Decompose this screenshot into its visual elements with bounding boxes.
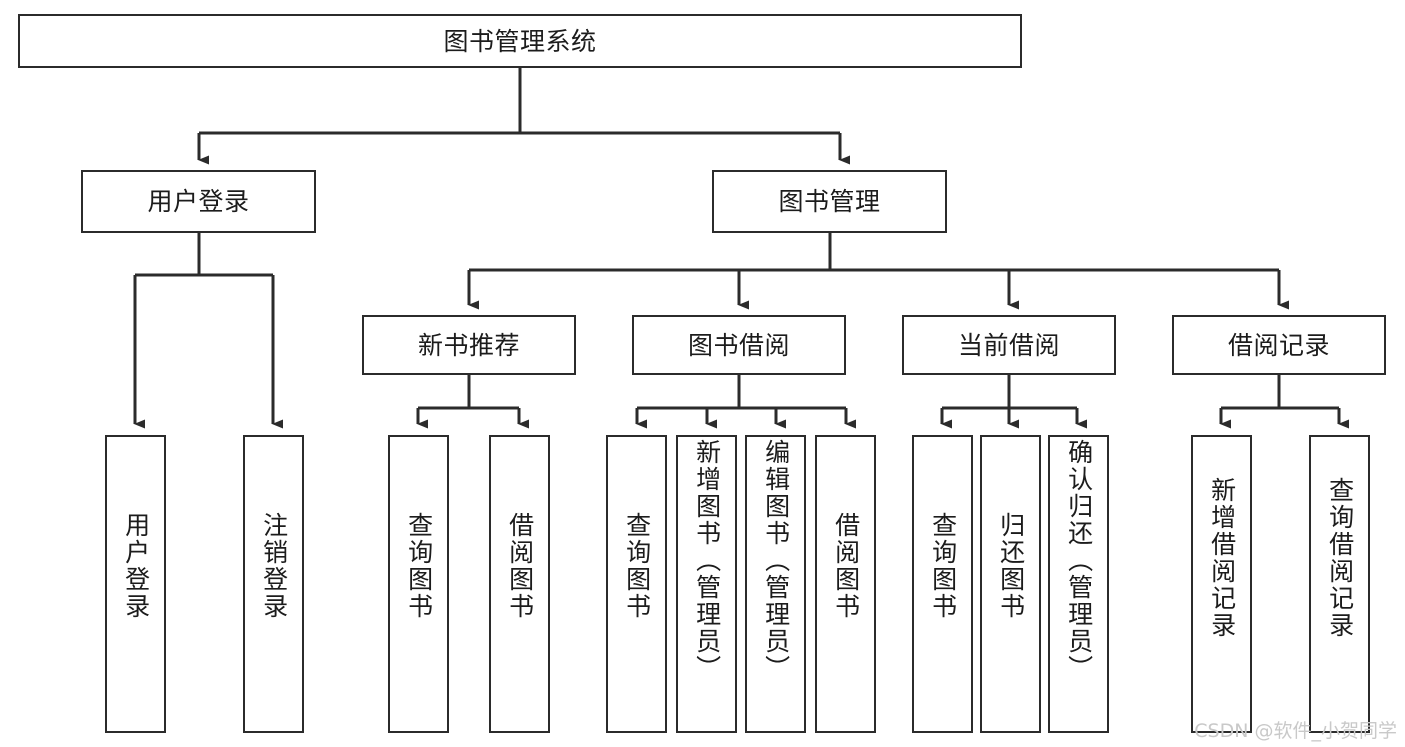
node-leaf-edit-book[interactable]: 编辑图书（管理员） (745, 435, 806, 733)
csdn-watermark: CSDN @软件_小贺同学 (1194, 720, 1397, 742)
node-leaf-add-book[interactable]: 新增图书（管理员） (676, 435, 737, 733)
node-current-borrow-label: 当前借阅 (957, 330, 1060, 360)
node-leaf-query-book-2-label: 查询图书 (622, 512, 652, 620)
node-leaf-query-book-3[interactable]: 查询图书 (912, 435, 973, 733)
node-new-book-recommend[interactable]: 新书推荐 (362, 315, 576, 375)
node-leaf-return-book-label: 归还图书 (996, 512, 1026, 620)
node-leaf-add-record[interactable]: 新增借阅记录 (1191, 435, 1252, 733)
node-leaf-edit-book-label: 编辑图书（管理员） (761, 439, 791, 682)
node-leaf-borrow-book-2-label: 借阅图书 (831, 512, 861, 620)
node-book-borrow[interactable]: 图书借阅 (632, 315, 846, 375)
node-user-login[interactable]: 用户登录 (81, 170, 316, 233)
node-leaf-query-record[interactable]: 查询借阅记录 (1309, 435, 1370, 733)
node-borrow-record[interactable]: 借阅记录 (1172, 315, 1386, 375)
node-user-login-label: 用户登录 (147, 187, 250, 216)
node-book-manage-label: 图书管理 (778, 187, 881, 216)
node-root-system[interactable]: 图书管理系统 (18, 14, 1022, 68)
node-root-system-label: 图书管理系统 (443, 26, 597, 56)
node-leaf-add-book-label: 新增图书（管理员） (692, 439, 722, 682)
node-leaf-user-logout-label: 注销登录 (259, 512, 289, 620)
node-book-borrow-label: 图书借阅 (687, 330, 790, 360)
node-leaf-confirm-return[interactable]: 确认归还（管理员） (1048, 435, 1109, 733)
node-leaf-user-logout[interactable]: 注销登录 (243, 435, 304, 733)
node-leaf-query-book-1[interactable]: 查询图书 (388, 435, 449, 733)
node-leaf-query-book-2[interactable]: 查询图书 (606, 435, 667, 733)
node-leaf-return-book[interactable]: 归还图书 (980, 435, 1041, 733)
node-leaf-confirm-return-label: 确认归还（管理员） (1064, 439, 1094, 682)
node-leaf-query-book-1-label: 查询图书 (404, 512, 434, 620)
node-book-manage[interactable]: 图书管理 (712, 170, 947, 233)
node-leaf-query-book-3-label: 查询图书 (928, 512, 958, 620)
node-borrow-record-label: 借阅记录 (1227, 330, 1330, 360)
node-leaf-add-record-label: 新增借阅记录 (1207, 477, 1237, 639)
node-leaf-borrow-book-1[interactable]: 借阅图书 (489, 435, 550, 733)
node-new-book-recommend-label: 新书推荐 (417, 330, 520, 360)
node-current-borrow[interactable]: 当前借阅 (902, 315, 1116, 375)
node-leaf-query-record-label: 查询借阅记录 (1325, 477, 1355, 639)
node-leaf-user-login[interactable]: 用户登录 (105, 435, 166, 733)
node-leaf-user-login-label: 用户登录 (121, 512, 151, 620)
node-leaf-borrow-book-1-label: 借阅图书 (505, 512, 535, 620)
node-leaf-borrow-book-2[interactable]: 借阅图书 (815, 435, 876, 733)
